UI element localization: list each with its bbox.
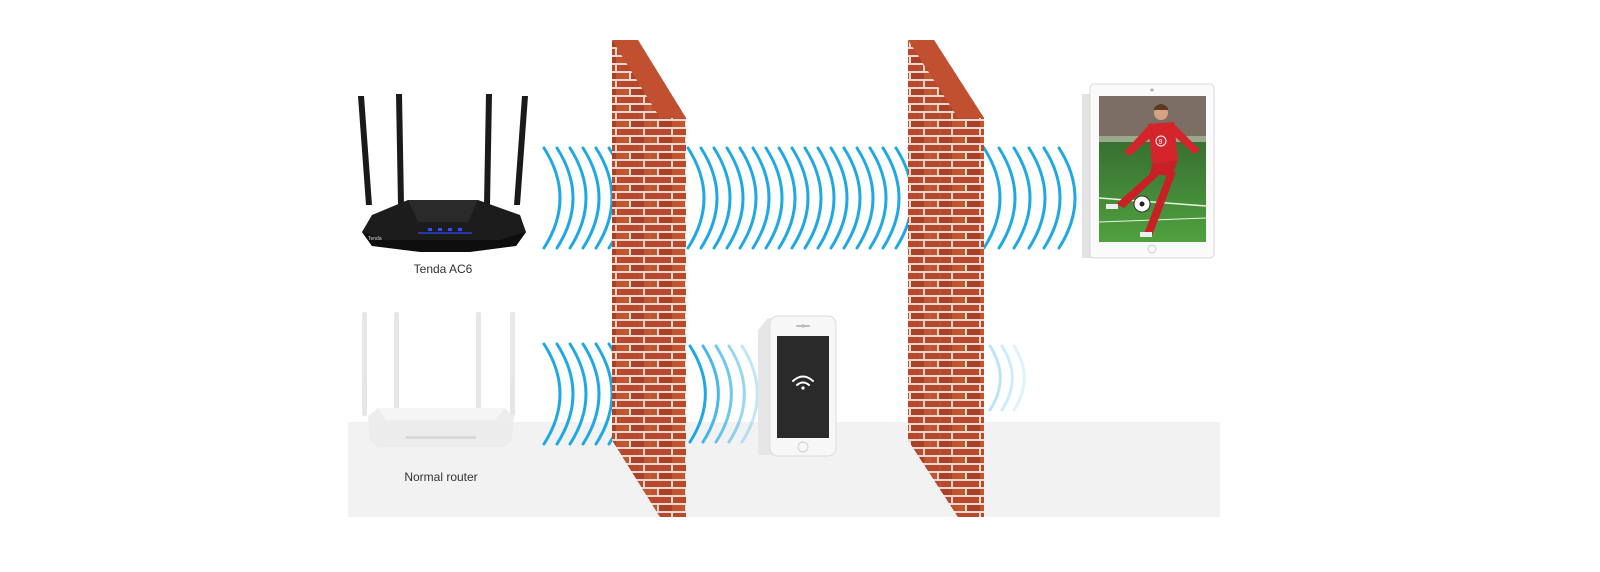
signal-wave xyxy=(790,146,810,250)
smartphone xyxy=(758,315,837,457)
signal-wave xyxy=(982,146,1002,250)
signal-wave xyxy=(1012,146,1032,250)
signal-wave xyxy=(581,146,601,250)
signal-wave xyxy=(568,146,588,250)
signal-wave xyxy=(542,342,562,446)
soccer-player: 9 xyxy=(1106,104,1200,237)
antenna xyxy=(362,312,367,416)
signal-wave xyxy=(542,146,562,250)
signal-wave xyxy=(581,342,601,446)
signal-wave xyxy=(868,146,888,250)
signal-wave xyxy=(842,146,862,250)
wifi-icon xyxy=(792,375,814,386)
signal-wave xyxy=(1027,146,1047,250)
antenna xyxy=(514,96,528,205)
signal-wave xyxy=(686,146,706,250)
signal-wave-weak xyxy=(740,344,759,444)
signal-wave xyxy=(555,146,575,250)
signal-wave xyxy=(803,146,823,250)
signal-wave xyxy=(829,146,849,250)
antenna xyxy=(358,96,372,205)
signal-wave xyxy=(568,342,588,446)
signal-wave xyxy=(777,146,797,250)
jersey-number: 9 xyxy=(1159,139,1163,146)
antenna xyxy=(394,312,399,416)
signal-wave xyxy=(751,146,771,250)
signal-wave xyxy=(816,146,836,250)
signal-wave xyxy=(555,342,575,446)
brick-wall-left xyxy=(612,40,686,517)
signal-wave-faint xyxy=(988,344,1002,412)
signal-waves-top xyxy=(542,146,1077,250)
signal-wave xyxy=(738,146,758,250)
signal-wave xyxy=(1042,146,1062,250)
tablet: 9 xyxy=(1082,83,1215,259)
signal-wave xyxy=(712,146,732,250)
signal-wave xyxy=(997,146,1017,250)
signal-wave-weak xyxy=(714,344,733,444)
signal-wave-weak xyxy=(727,344,746,444)
normal-router xyxy=(362,312,515,447)
label-tenda-ac6: Tenda AC6 xyxy=(413,262,473,276)
signal-wave-weak xyxy=(701,344,720,444)
antenna xyxy=(510,312,515,416)
label-normal-router: Normal router xyxy=(404,470,478,484)
signal-wave xyxy=(855,146,875,250)
signal-wave xyxy=(594,342,614,446)
signal-wave xyxy=(594,146,614,250)
antenna xyxy=(484,94,492,205)
router-brand: Tenda xyxy=(368,236,382,242)
signal-wave xyxy=(1057,146,1077,250)
signal-wave-weak xyxy=(688,344,707,444)
tenda-router: Tenda xyxy=(358,94,528,252)
antenna xyxy=(396,94,404,205)
antenna xyxy=(476,312,481,416)
signal-wave xyxy=(881,146,901,250)
signal-wave-faint xyxy=(1012,344,1026,412)
signal-wave xyxy=(725,146,745,250)
brick-wall-right xyxy=(908,40,984,517)
signal-wave-faint xyxy=(1000,344,1014,412)
signal-wave xyxy=(699,146,719,250)
signal-wave xyxy=(764,146,784,250)
